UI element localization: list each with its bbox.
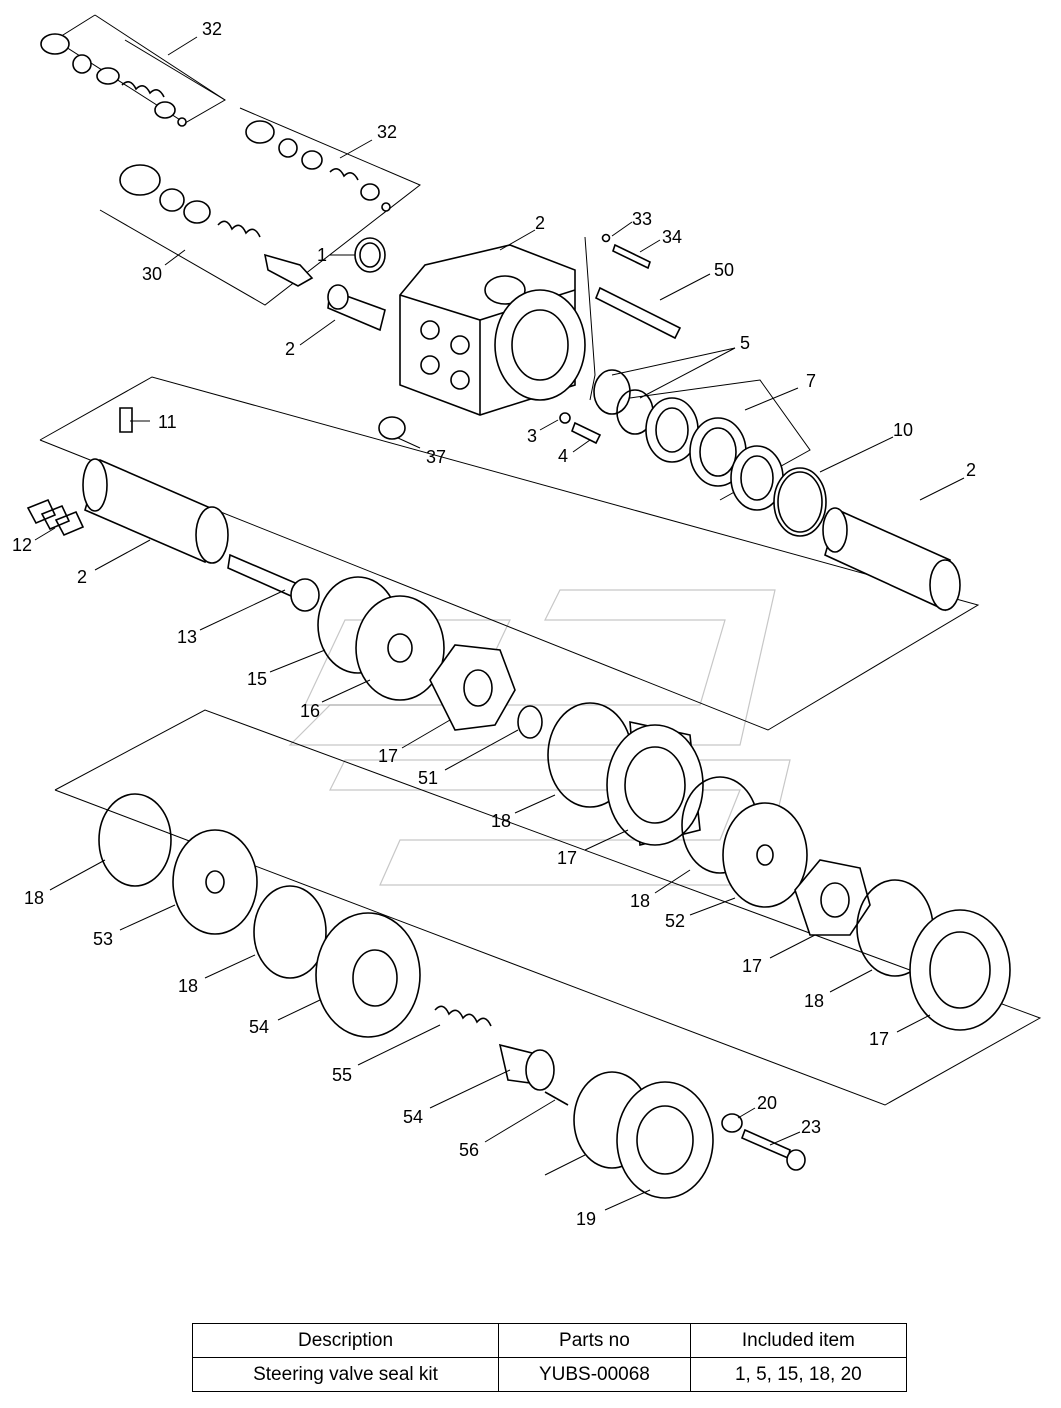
callout-label: 15: [247, 669, 267, 689]
valve-housing: [399, 244, 586, 416]
callout-label: 3: [527, 426, 537, 446]
callout-label: 13: [177, 627, 197, 647]
callout-label: 50: [714, 260, 734, 280]
callout-labels: 32 32 2 33 34 1 30 50 2 5 7 10 2 11 3 37…: [12, 19, 976, 1229]
cell-parts-no: YUBS-00068: [498, 1357, 691, 1392]
callout-label: 2: [285, 339, 295, 359]
cell-included-item: 1, 5, 15, 18, 20: [689, 1357, 908, 1392]
callout-label: 7: [806, 371, 816, 391]
column-header-parts-no: Parts no: [498, 1323, 691, 1358]
part-10-ring: [773, 467, 827, 537]
callout-label: 34: [662, 227, 682, 247]
part-2-spool-small: [327, 284, 386, 332]
part-1-sleeve: [354, 237, 386, 273]
part-2-sleeve-right: [822, 507, 961, 612]
callout-label: 30: [142, 264, 162, 284]
part-32-assembly-a: [40, 33, 187, 127]
part-51-gear: [517, 705, 543, 739]
exploded-parts-diagram: 32 32 2 33 34 1 30 50 2 5 7 10 2 11 3 37…: [12, 14, 1042, 1229]
callout-label: 11: [158, 412, 177, 432]
part-55-spring: [434, 1005, 492, 1027]
part-12-springs: [26, 498, 85, 537]
part-17-gerotor-b: [794, 859, 871, 936]
callout-label: 18: [178, 976, 198, 996]
callout-label: 19: [576, 1209, 596, 1229]
part-3-4-check: [559, 412, 602, 445]
callout-label: 2: [966, 460, 976, 480]
callout-label: 20: [757, 1093, 777, 1113]
table-row: Steering valve seal kit YUBS-00068 1, 5,…: [191, 1357, 908, 1392]
part-52-plate: [722, 802, 808, 908]
part-17-housing-b: [909, 909, 1011, 1031]
callout-label: 18: [804, 991, 824, 1011]
callout-label: 2: [77, 567, 87, 587]
part-56-pin: [544, 1091, 569, 1106]
callout-label: 37: [426, 447, 446, 467]
part-13-driveshaft: [227, 553, 320, 612]
part-23-bolt: [740, 1128, 806, 1171]
callout-label: 33: [632, 209, 652, 229]
part-20-washer: [721, 1113, 743, 1133]
callout-label: 55: [332, 1065, 352, 1085]
part-11-pin: [119, 407, 133, 433]
part-37-plug: [378, 416, 406, 440]
cell-description: Steering valve seal kit: [191, 1357, 500, 1392]
part-53-plate: [172, 829, 258, 935]
seal-kit-table: Description Parts no Included item Steer…: [191, 1323, 908, 1392]
callout-label: 18: [491, 811, 511, 831]
part-18-oring-d: [98, 793, 172, 887]
callout-label: 12: [12, 535, 32, 555]
part-16-plate: [355, 595, 445, 701]
part-18-oring-e: [253, 885, 327, 979]
part-19-cover: [616, 1081, 714, 1199]
callout-label: 4: [558, 446, 568, 466]
callout-label: 18: [24, 888, 44, 908]
part-54-valve: [498, 1043, 555, 1091]
callout-label: 56: [459, 1140, 479, 1160]
callout-label: 17: [378, 746, 398, 766]
part-7-bearing: [645, 397, 784, 511]
callout-label: 54: [403, 1107, 423, 1127]
callout-label: 16: [300, 701, 320, 721]
part-17-housing-a: [606, 720, 704, 847]
part-2-spool-left: [82, 458, 229, 564]
callout-label: 53: [93, 929, 113, 949]
callout-label: 23: [801, 1117, 821, 1137]
callout-label: 5: [740, 333, 750, 353]
part-50-pin: [594, 286, 682, 340]
leader-lines: [34, 36, 965, 1211]
part-54-housing: [315, 912, 421, 1038]
part-17-gerotor-small: [429, 644, 516, 731]
column-header-included-item: Included item: [689, 1323, 908, 1358]
callout-label: 17: [557, 848, 577, 868]
part-33-34-pin: [601, 233, 651, 270]
callout-label: 32: [377, 122, 397, 142]
callout-label: 18: [630, 891, 650, 911]
callout-label: 1: [317, 245, 327, 265]
callout-label: 10: [893, 420, 913, 440]
column-header-description: Description: [191, 1323, 500, 1358]
callout-label: 17: [742, 956, 762, 976]
callout-label: 2: [535, 213, 545, 233]
part-30-assembly: [119, 164, 314, 287]
table-header-row: Description Parts no Included item: [191, 1323, 908, 1358]
callout-label: 32: [202, 19, 222, 39]
callout-label: 52: [665, 911, 685, 931]
callout-label: 54: [249, 1017, 269, 1037]
part-5-orings: [593, 369, 654, 435]
part-32-assembly-b: [245, 120, 391, 212]
callout-label: 51: [418, 768, 438, 788]
callout-label: 17: [869, 1029, 889, 1049]
